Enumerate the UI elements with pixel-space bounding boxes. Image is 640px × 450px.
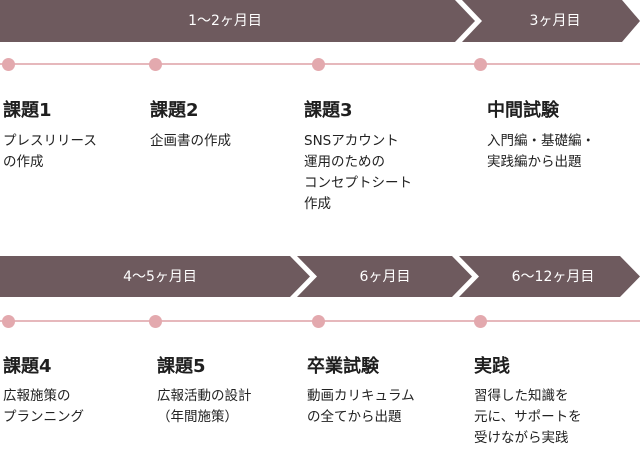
band-label-2-3: 6〜12ヶ月目 xyxy=(511,269,595,285)
item-description: 企画書の作成 xyxy=(150,133,231,149)
timeline-dot xyxy=(2,315,15,328)
band-arrow-2-3 xyxy=(459,256,640,297)
item-description: 入門編・基礎編・ 実践編から出題 xyxy=(487,133,595,170)
item-description: 動画カリキュラム の全てから出題 xyxy=(307,388,415,425)
item-title: 実践 xyxy=(474,356,510,377)
band-arrow-1-1 xyxy=(0,0,475,42)
band-arrow-1-2 xyxy=(462,0,640,42)
item-description: 広報活動の設計 （年間施策） xyxy=(157,388,252,425)
item-description: 広報施策の プランニング xyxy=(3,388,84,425)
item-title: 課題5 xyxy=(157,356,206,377)
timeline-dot xyxy=(149,58,162,71)
band-label-1-2: 3ヶ月目 xyxy=(529,13,581,29)
item-description: プレスリリース の作成 xyxy=(3,133,97,170)
item-description: SNSアカウント 運用のための コンセプトシート 作成 xyxy=(304,133,412,212)
timeline-dot xyxy=(149,315,162,328)
timeline-dot xyxy=(312,58,325,71)
band-arrow-2-1 xyxy=(0,256,310,297)
timeline-dot xyxy=(474,315,487,328)
item-title: 課題3 xyxy=(304,100,353,121)
item-title: 課題1 xyxy=(3,100,52,121)
band-label-1-1: 1〜2ヶ月目 xyxy=(188,13,262,29)
timeline-dot xyxy=(474,58,487,71)
item-title: 課題4 xyxy=(3,356,52,377)
item-title: 中間試験 xyxy=(487,100,559,121)
band-label-2-2: 6ヶ月目 xyxy=(359,269,411,285)
band-label-2-1: 4〜5ヶ月目 xyxy=(123,269,197,285)
timeline-dot xyxy=(2,58,15,71)
timeline-dot xyxy=(312,315,325,328)
item-title: 課題2 xyxy=(150,100,199,121)
band-arrow-2-2 xyxy=(297,256,472,297)
item-description: 習得した知識を 元に、サポートを 受けながら実践 xyxy=(474,388,582,446)
item-title: 卒業試験 xyxy=(307,356,379,377)
